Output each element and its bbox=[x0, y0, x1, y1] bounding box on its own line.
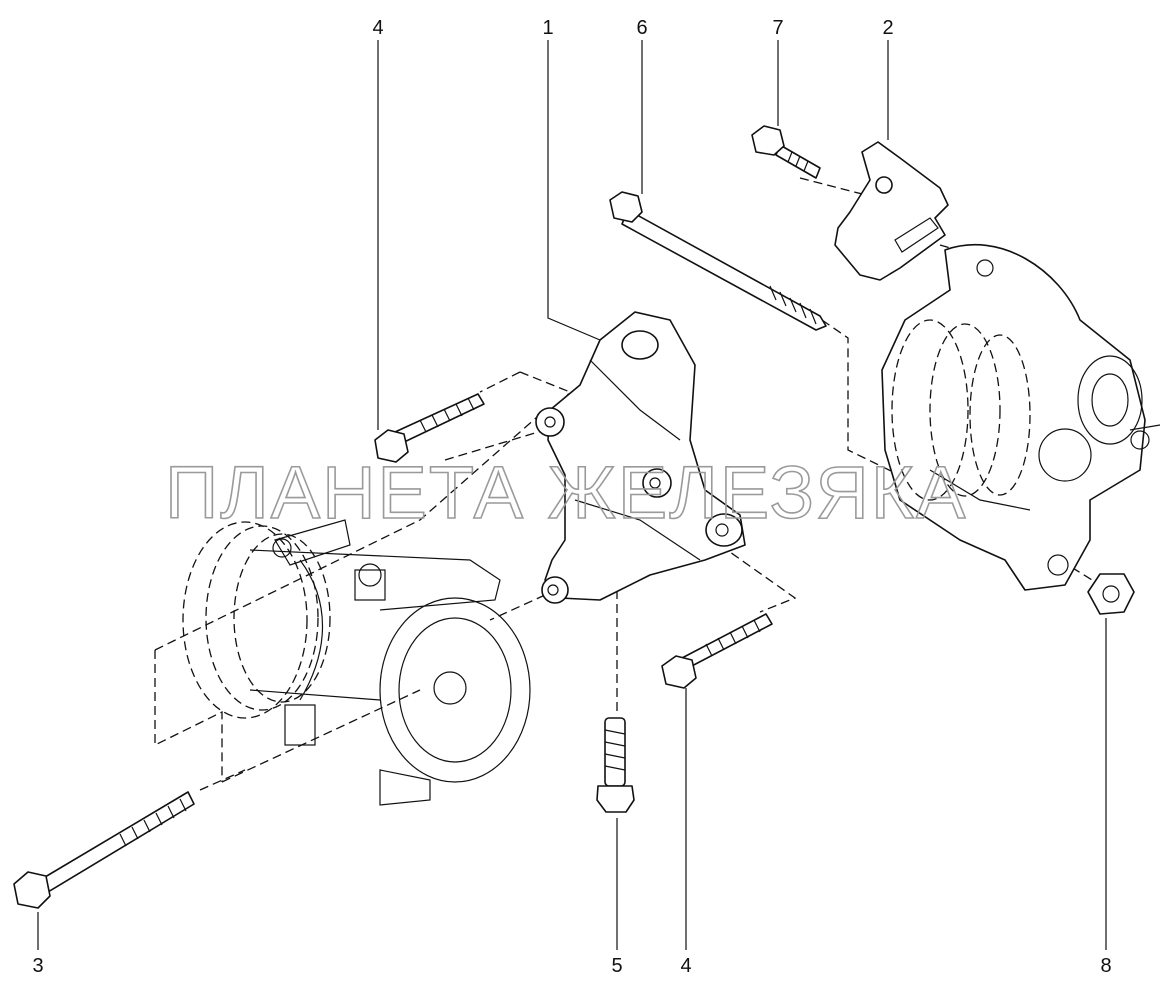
small-bolt bbox=[751, 125, 821, 179]
long-bolt-top bbox=[609, 191, 827, 331]
callout-alt-bracket: 2 bbox=[882, 17, 893, 39]
nut bbox=[1087, 573, 1135, 615]
bolt-vertical bbox=[596, 717, 635, 813]
ac-compressor bbox=[182, 519, 531, 806]
leader-lines bbox=[37, 40, 1107, 950]
callout-long-bolt-compressor: 3 bbox=[32, 955, 43, 977]
callout-bracket: 1 bbox=[542, 17, 553, 39]
callout-long-bolt-top: 6 bbox=[636, 17, 647, 39]
callout-labels: 4 1 6 7 2 3 5 4 8 bbox=[32, 17, 1111, 977]
mounting-bracket bbox=[535, 311, 746, 604]
watermark: ПЛАНЕТА ЖЕЛЕЗЯКА bbox=[165, 451, 967, 534]
alternator bbox=[881, 244, 1161, 591]
bolt-upper bbox=[374, 393, 485, 463]
long-bolt-compressor bbox=[13, 791, 195, 909]
callout-bolt-upper: 4 bbox=[372, 17, 383, 39]
bolt-lower bbox=[661, 613, 773, 689]
callout-bolt-lower: 4 bbox=[680, 955, 691, 977]
callout-small-bolt: 7 bbox=[772, 17, 783, 39]
callout-bolt-vertical: 5 bbox=[611, 955, 622, 977]
callout-nut: 8 bbox=[1100, 955, 1111, 977]
alternator-adjust-bracket bbox=[834, 141, 949, 281]
